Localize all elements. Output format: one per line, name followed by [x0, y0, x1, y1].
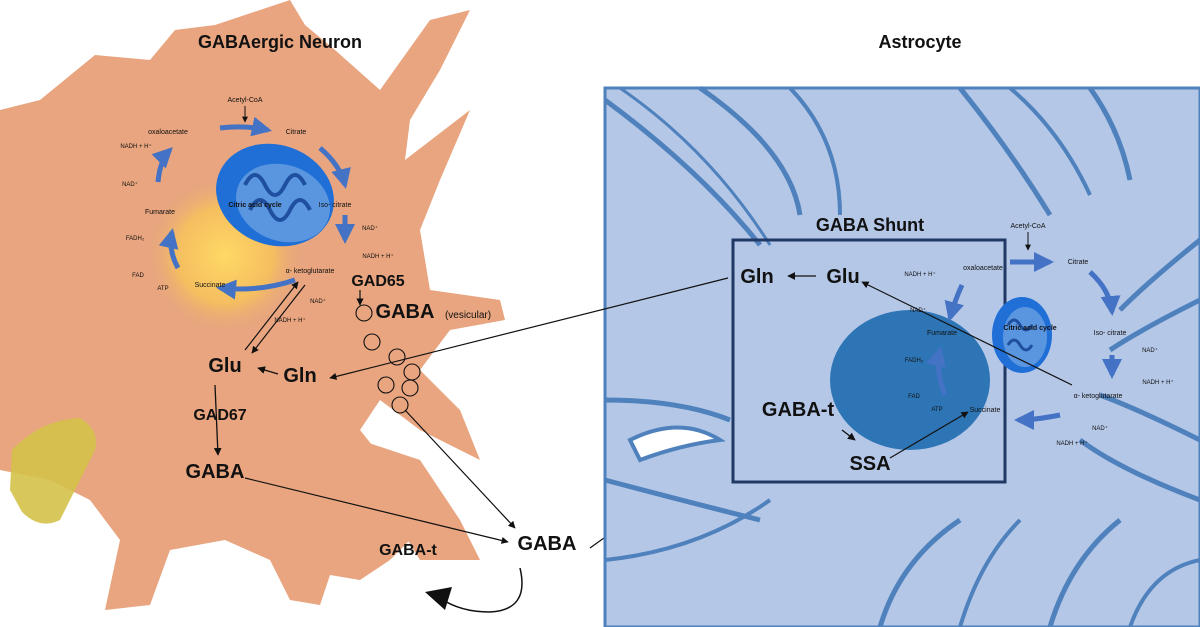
astro-fumarate: Fumarate — [927, 330, 957, 337]
neuron-process-right — [360, 440, 480, 560]
neuron-acetyl-coa: Acetyl-CoA — [227, 97, 262, 104]
neuron-gad65: GAD65 — [351, 273, 404, 290]
neuron-gaba-t: GABA-t — [379, 542, 437, 559]
astrocyte-title: Astrocyte — [878, 32, 961, 52]
neuron-atp: ATP — [157, 286, 168, 292]
astrocyte-nucleus — [830, 310, 990, 450]
astro-gln: Gln — [740, 266, 773, 288]
astro-atp: ATP — [931, 407, 942, 413]
neuron-iso-citrate: Iso- citrate — [319, 202, 352, 209]
astro-oxaloacetate: oxaloacetate — [963, 265, 1003, 272]
neuron-gln: Gln — [283, 365, 316, 387]
neuron-cell — [0, 0, 505, 610]
neuron-citrate: Citrate — [286, 129, 307, 136]
neuron-succinate: Succinate — [195, 282, 226, 289]
astro-citric-acid-cycle: Citric acid cycle — [1003, 325, 1056, 332]
astrocyte-cycle-arrows — [926, 252, 1122, 430]
astro-fad: FAD — [908, 394, 920, 400]
neuron-nad-bottom: NAD⁺ — [310, 298, 326, 305]
neuron-nad-right: NAD⁺ — [362, 225, 378, 232]
neuron-fad: FAD — [132, 273, 144, 279]
astro-fadh2: FADH₂ — [905, 358, 924, 364]
neuron-mitochondrion — [216, 143, 334, 247]
astro-ssa: SSA — [849, 453, 890, 475]
astro-alpha-kg: α- ketoglutarate — [1074, 393, 1123, 400]
neuron-citric-acid-cycle: Citric acid cycle — [228, 202, 281, 209]
axon-terminal — [10, 418, 96, 524]
astro-acetyl-coa: Acetyl-CoA — [1010, 223, 1045, 230]
astro-gaba-t: GABA-t — [762, 399, 835, 421]
astrocyte-mitochondrion — [992, 297, 1052, 373]
astro-nadh-bottom: NADH + H⁺ — [1056, 440, 1087, 447]
neuron-fumarate: Fumarate — [145, 209, 175, 216]
neuron-nadh-bottom: NADH + H⁺ — [274, 317, 305, 324]
astro-succinate: Succinate — [970, 407, 1001, 414]
astro-nad-bottom: NAD⁺ — [1092, 425, 1108, 432]
reuptake-curved-arrow — [439, 567, 523, 613]
neuron-vesicular-label: (vesicular) — [445, 310, 491, 321]
astro-citrate: Citrate — [1068, 259, 1089, 266]
astro-nadh-right: NADH + H⁺ — [1142, 379, 1173, 386]
neuron-alpha-kg: α- ketoglutarate — [286, 268, 335, 275]
synaptic-vesicles — [355, 304, 421, 414]
neuron-fadh2: FADH₂ — [126, 236, 145, 242]
synapse-gaba: GABA — [518, 533, 577, 555]
neuron-nadh-top: NADH + H⁺ — [120, 143, 151, 150]
neuron-cycle-arrows — [151, 116, 355, 300]
astro-iso-citrate: Iso- citrate — [1094, 330, 1127, 337]
astro-nadh-left: NADH + H⁺ — [904, 271, 935, 278]
neuron-gaba-vesicular: GABA — [376, 301, 435, 323]
neuron-title: GABAergic Neuron — [198, 32, 362, 52]
neuron-oxaloacetate: oxaloacetate — [148, 129, 188, 136]
neuron-gaba: GABA — [186, 461, 245, 483]
neuron-gad67: GAD67 — [193, 407, 246, 424]
astro-nad-right: NAD⁺ — [1142, 347, 1158, 354]
astro-glu: Glu — [826, 266, 859, 288]
neuron-glu: Glu — [208, 355, 241, 377]
gaba-shunt-title: GABA Shunt — [816, 215, 924, 235]
neuron-nadh-right: NADH + H⁺ — [362, 253, 393, 260]
astro-nad-left: NAD⁺ — [910, 307, 926, 314]
neuron-nad-top: NAD⁺ — [122, 181, 138, 188]
